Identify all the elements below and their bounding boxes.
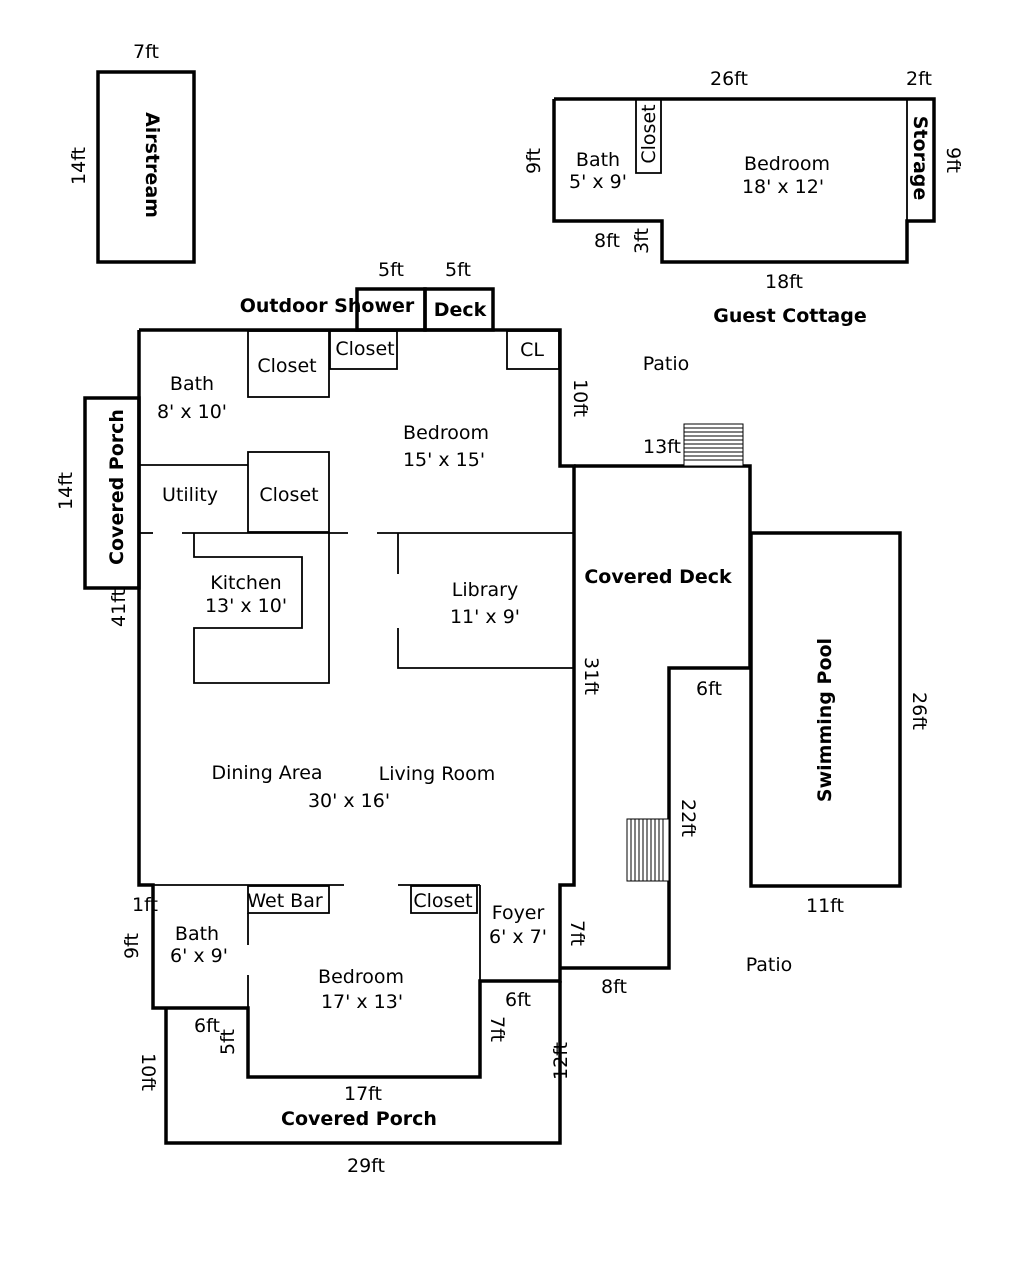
- front-porch-label: Covered Porch: [281, 1108, 437, 1130]
- patio-top-label: Patio: [643, 353, 690, 375]
- dining-label: Dining Area: [211, 762, 322, 784]
- wet-bar-label: Wet Bar: [247, 890, 323, 912]
- living-label: Living Room: [379, 763, 496, 785]
- cottage-step-width-dim: 8ft: [594, 230, 620, 252]
- closet2-label: Closet: [335, 338, 394, 360]
- bath2-label: Bath: [175, 923, 219, 945]
- house-right-dim: 31ft: [580, 657, 602, 695]
- bath2-size: 6' x 9': [170, 945, 228, 967]
- cottage-bedroom-size: 18' x 12': [742, 176, 824, 198]
- left-porch-label: Covered Porch: [106, 409, 128, 565]
- front-porch-right-dim: 12ft: [550, 1042, 572, 1080]
- bedroom1-right-dim: 10ft: [569, 379, 591, 417]
- airstream-width-dim: 7ft: [133, 41, 159, 63]
- cottage-bath-label: Bath: [576, 149, 620, 171]
- foyer-size: 6' x 7': [489, 926, 547, 948]
- cottage-bath-size: 5' x 9': [569, 171, 627, 193]
- shower-width-dim: 5ft: [378, 259, 404, 281]
- bedroom2-label: Bedroom: [318, 966, 404, 988]
- cottage-title: Guest Cottage: [713, 305, 866, 327]
- pool-label: Swimming Pool: [814, 638, 836, 802]
- airstream: Airstream 7ft 14ft: [68, 41, 196, 264]
- deck-label: Deck: [434, 299, 487, 321]
- cl-label: CL: [520, 339, 544, 361]
- cottage-left-dim: 9ft: [523, 148, 545, 174]
- foyer-dim: 7ft: [566, 920, 588, 946]
- main-house: Outdoor Shower 5ft Deck 5ft Closet Close…: [108, 259, 602, 1105]
- kitchen-size: 13' x 10': [205, 595, 287, 617]
- deck-stairs-top: [683, 423, 744, 467]
- airstream-length-dim: 14ft: [68, 147, 90, 185]
- library-label: Library: [452, 579, 518, 601]
- front-porch-left-step-height: 5ft: [217, 1029, 239, 1055]
- airstream-label: Airstream: [141, 112, 163, 218]
- covered-deck-inner-dim: 22ft: [677, 799, 699, 837]
- covered-deck-top-dim: 13ft: [643, 436, 681, 458]
- cottage-bottom-dim: 18ft: [765, 271, 803, 293]
- living-size: 30' x 16': [308, 790, 390, 812]
- pool-width-dim: 11ft: [806, 895, 844, 917]
- bath2-height-dim: 9ft: [121, 933, 143, 959]
- guest-cottage: 26ft 2ft 9ft 9ft 8ft 3ft 18ft Guest Cott…: [523, 68, 964, 327]
- front-porch-right-step-height: 7ft: [486, 1016, 508, 1042]
- covered-deck-bottom-dim: 8ft: [601, 976, 627, 998]
- kitchen-label: Kitchen: [210, 572, 281, 594]
- cottage-right-dim: 9ft: [942, 147, 964, 173]
- covered-deck-label: Covered Deck: [584, 566, 732, 588]
- bath1-size: 8' x 10': [157, 401, 227, 423]
- outdoor-shower-label: Outdoor Shower: [240, 295, 415, 317]
- front-porch-right-step-width: 6ft: [505, 989, 531, 1011]
- bedroom1-size: 15' x 15': [403, 449, 485, 471]
- bedroom2-size: 17' x 13': [321, 991, 403, 1013]
- deck-stairs-side: [626, 818, 670, 882]
- left-porch-length-dim: 14ft: [55, 472, 77, 510]
- cottage-storage-label: Storage: [909, 116, 931, 201]
- utility-label: Utility: [162, 484, 218, 506]
- cottage-bedroom-label: Bedroom: [744, 153, 830, 175]
- swimming-pool: Swimming Pool 26ft 11ft: [749, 531, 930, 917]
- cottage-step-height-dim: 3ft: [631, 228, 653, 254]
- house-left-dim: 41ft: [108, 589, 130, 627]
- bedroom1-label: Bedroom: [403, 422, 489, 444]
- front-covered-porch: Covered Porch 29ft 10ft 12ft 6ft 5ft 6ft…: [137, 981, 572, 1177]
- cottage-top-dim: 26ft: [710, 68, 748, 90]
- front-porch-bottom-dim: 29ft: [347, 1155, 385, 1177]
- deck-width-dim: 5ft: [445, 259, 471, 281]
- pool-length-dim: 26ft: [908, 692, 930, 730]
- covered-deck-step-dim: 6ft: [696, 678, 722, 700]
- closet3-label: Closet: [259, 484, 318, 506]
- covered-deck: Covered Deck 13ft 6ft 22ft 8ft: [560, 423, 752, 998]
- library-size: 11' x 9': [450, 606, 520, 628]
- front-porch-left-step-width: 6ft: [194, 1015, 220, 1037]
- cottage-closet-label: Closet: [638, 104, 660, 163]
- closet1-label: Closet: [257, 355, 316, 377]
- closet4-label: Closet: [413, 890, 472, 912]
- patio-bottom-label: Patio: [746, 954, 793, 976]
- front-porch-left-dim: 10ft: [137, 1053, 159, 1091]
- bedroom2-bottom-dim: 17ft: [344, 1083, 382, 1105]
- bath2-offset-dim: 1ft: [132, 894, 158, 916]
- cottage-storage-top-dim: 2ft: [906, 68, 932, 90]
- bath1-label: Bath: [170, 373, 214, 395]
- foyer-label: Foyer: [492, 902, 545, 924]
- left-covered-porch: Covered Porch 14ft: [55, 396, 141, 590]
